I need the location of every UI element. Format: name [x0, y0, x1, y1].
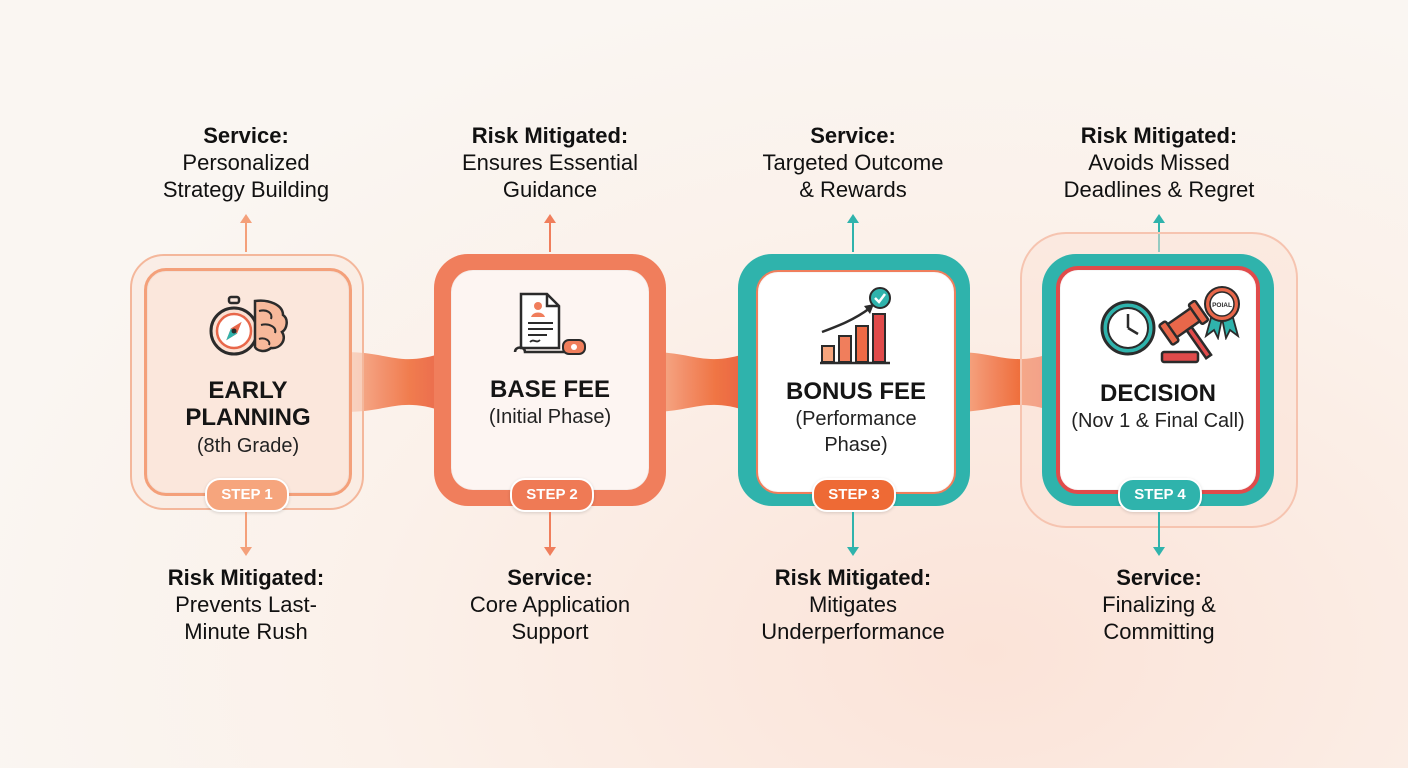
- caption-line: Targeted Outcome: [762, 150, 944, 175]
- step-2-card: BASE FEE (Initial Phase): [451, 270, 649, 490]
- step-2-down-arrow: [544, 512, 556, 556]
- step-1-badge: STEP 1: [205, 478, 289, 512]
- caption-line: Strategy Building: [162, 177, 330, 202]
- brain-icon: [253, 299, 288, 353]
- caption-line: Finalizing &: [1102, 592, 1216, 617]
- ribbon-link-1-2: [345, 352, 445, 412]
- caption-head: Risk Mitigated:: [774, 565, 932, 590]
- caption-line: Prevents Last-: [175, 592, 317, 617]
- step-1-subtitle: (8th Grade): [196, 435, 300, 457]
- step-4-down-arrow: [1153, 512, 1165, 556]
- document-icon: [513, 292, 567, 354]
- compass-icon: [209, 295, 259, 356]
- caption-line: Avoids Missed: [1088, 150, 1230, 175]
- ribbon-link-2-3: [650, 352, 750, 412]
- caption-head: Risk Mitigated:: [1080, 123, 1238, 148]
- fee-bag-icon: [562, 339, 586, 355]
- step-2-bottom-caption: Service: Core Application Support: [400, 564, 700, 645]
- step-1-card: EARLY PLANNING (8th Grade): [144, 268, 352, 496]
- step-2-subtitle: (Initial Phase): [488, 406, 612, 428]
- step-3-badge: STEP 3: [812, 478, 896, 512]
- step-4-badge: STEP 4: [1118, 478, 1202, 512]
- caption-line: Ensures Essential: [461, 150, 639, 175]
- caption-line: Deadlines & Regret: [1063, 177, 1255, 202]
- step-1-bottom-caption: Risk Mitigated: Prevents Last- Minute Ru…: [96, 564, 396, 645]
- caption-line: & Rewards: [799, 177, 907, 202]
- caption-line: Mitigates: [808, 592, 898, 617]
- caption-line: Guidance: [502, 177, 598, 202]
- step-3-top-caption: Service: Targeted Outcome & Rewards: [703, 122, 1003, 203]
- step-1-up-arrow: [240, 214, 252, 252]
- step-1-title: EARLY PLANNING: [147, 377, 349, 431]
- subtitle-line: Phase): [824, 434, 888, 456]
- caption-head: Service:: [1116, 565, 1202, 590]
- caption-head: Risk Mitigated:: [167, 565, 325, 590]
- step-2-top-caption: Risk Mitigated: Ensures Essential Guidan…: [400, 122, 700, 203]
- growth-chart-icon: [820, 304, 890, 365]
- checkmark-icon: [869, 287, 891, 309]
- step-1-down-arrow: [240, 512, 252, 556]
- subtitle-line: (Performance: [795, 408, 917, 430]
- step-3-bottom-caption: Risk Mitigated: Mitigates Underperforman…: [703, 564, 1003, 645]
- caption-line: Personalized: [182, 150, 310, 175]
- caption-line: Minute Rush: [184, 619, 308, 644]
- step-3-subtitle: (Performance Phase): [758, 406, 954, 458]
- step-3-card: BONUS FEE (Performance Phase): [756, 270, 956, 494]
- caption-head: Service:: [810, 123, 896, 148]
- step-4-card: POIAL DECISION (Nov 1 & Final Call): [1056, 266, 1260, 494]
- clock-icon: [1100, 300, 1156, 356]
- step-2-badge: STEP 2: [510, 478, 594, 512]
- caption-line: Underperformance: [761, 619, 945, 644]
- title-line: EARLY: [208, 377, 288, 404]
- step-2-title: BASE FEE: [489, 376, 611, 403]
- caption-head: Service:: [507, 565, 593, 590]
- step-4-top-caption: Risk Mitigated: Avoids Missed Deadlines …: [1009, 122, 1309, 203]
- caption-head: Service:: [203, 123, 289, 148]
- step-3-up-arrow: [847, 214, 859, 252]
- caption-head: Risk Mitigated:: [471, 123, 629, 148]
- step-2-up-arrow: [544, 214, 556, 252]
- caption-line: Committing: [1103, 619, 1215, 644]
- title-line: PLANNING: [185, 404, 311, 431]
- award-ribbon-icon: POIAL: [1204, 286, 1240, 340]
- step-4-bottom-caption: Service: Finalizing & Committing: [1009, 564, 1309, 645]
- step-3-title: BONUS FEE: [785, 378, 926, 405]
- step-3-down-arrow: [847, 512, 859, 556]
- step-4-subtitle: (Nov 1 & Final Call): [1071, 410, 1245, 432]
- step-1-top-caption: Service: Personalized Strategy Building: [96, 122, 396, 203]
- caption-line: Support: [511, 619, 589, 644]
- award-ribbon-text: POIAL: [1212, 302, 1232, 309]
- step-4-title: DECISION: [1099, 380, 1216, 407]
- gavel-icon: [1158, 300, 1213, 364]
- caption-line: Core Application: [469, 592, 631, 617]
